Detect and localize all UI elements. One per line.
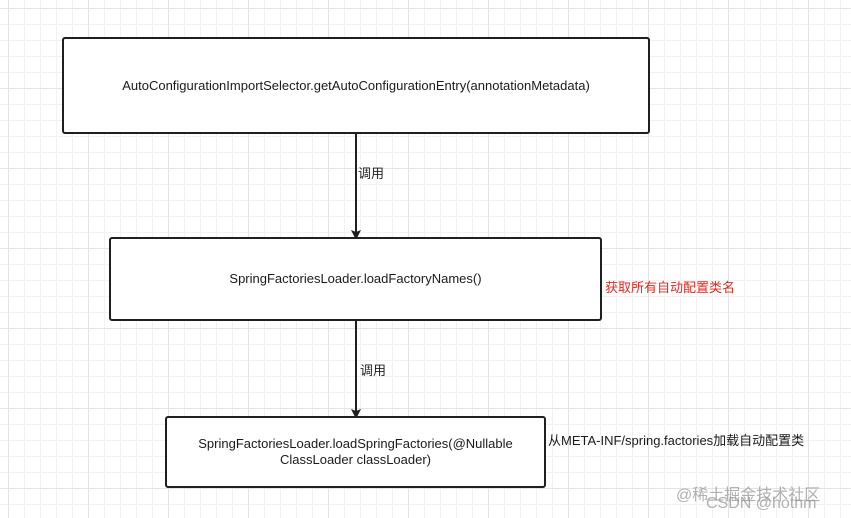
node-auto-configuration-import-selector: AutoConfigurationImportSelector.getAutoC… [62, 37, 650, 134]
watermark-juejin: @稀土掘金技术社区 [676, 487, 821, 504]
edge-label-call-1: 调用 [358, 166, 385, 181]
node-label: SpringFactoriesLoader.loadSpringFactorie… [198, 436, 513, 467]
node-load-spring-factories: SpringFactoriesLoader.loadSpringFactorie… [165, 416, 546, 488]
node-load-factory-names: SpringFactoriesLoader.loadFactoryNames() [109, 237, 602, 321]
annotation-spring-factories-note: 从META-INF/spring.factories加载自动配置类 [548, 433, 805, 448]
node-label: SpringFactoriesLoader.loadFactoryNames() [229, 271, 482, 286]
edge-label-call-2: 调用 [360, 363, 387, 378]
annotation-factory-names-note: 获取所有自动配置类名 [605, 280, 736, 295]
watermark-csdn: CSDN @hothm [706, 495, 817, 512]
node-label: AutoConfigurationImportSelector.getAutoC… [122, 77, 590, 93]
